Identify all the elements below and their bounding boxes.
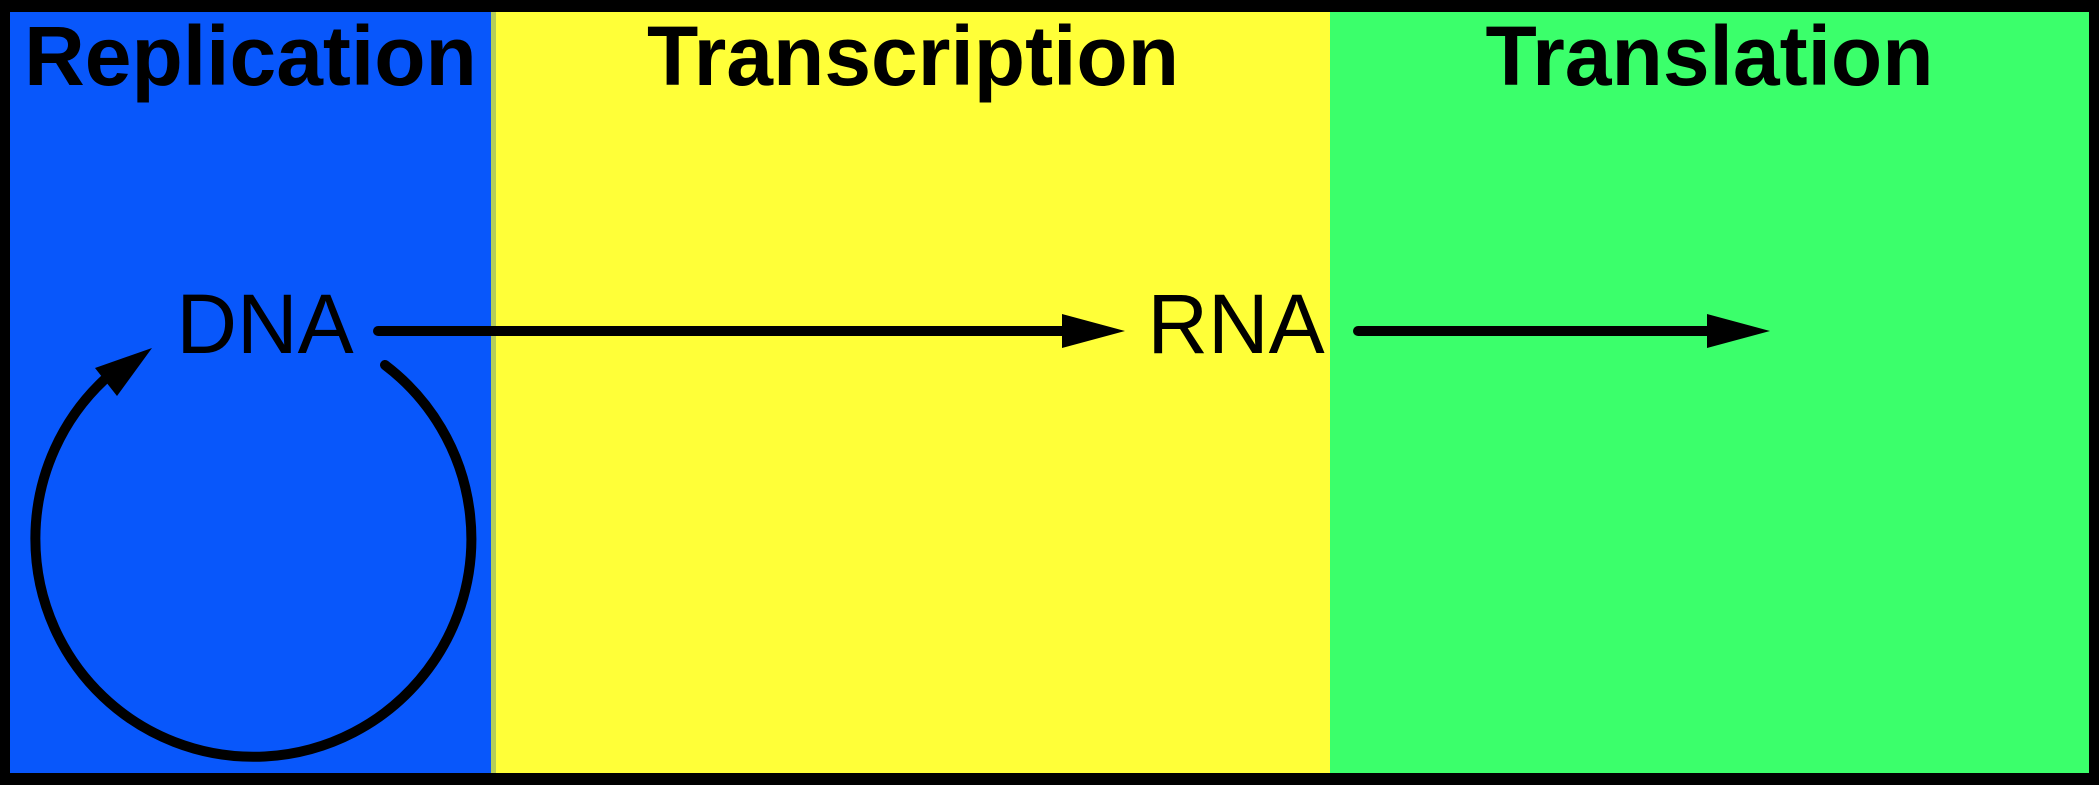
panel-transcription: Transcription (496, 12, 1330, 773)
panel-replication: Replication (10, 12, 491, 773)
panel-title-translation: Translation (1485, 9, 1934, 103)
panel-translation: Translation (1330, 12, 2089, 773)
panel-title-transcription: Transcription (646, 9, 1180, 103)
dna-label: DNA (176, 277, 354, 371)
blue-yellow-seam (491, 12, 496, 773)
panel-strip: Replication Transcription Translation (10, 12, 2089, 773)
rna-label: RNA (1147, 277, 1325, 371)
panel-title-replication: Replication (24, 9, 477, 103)
